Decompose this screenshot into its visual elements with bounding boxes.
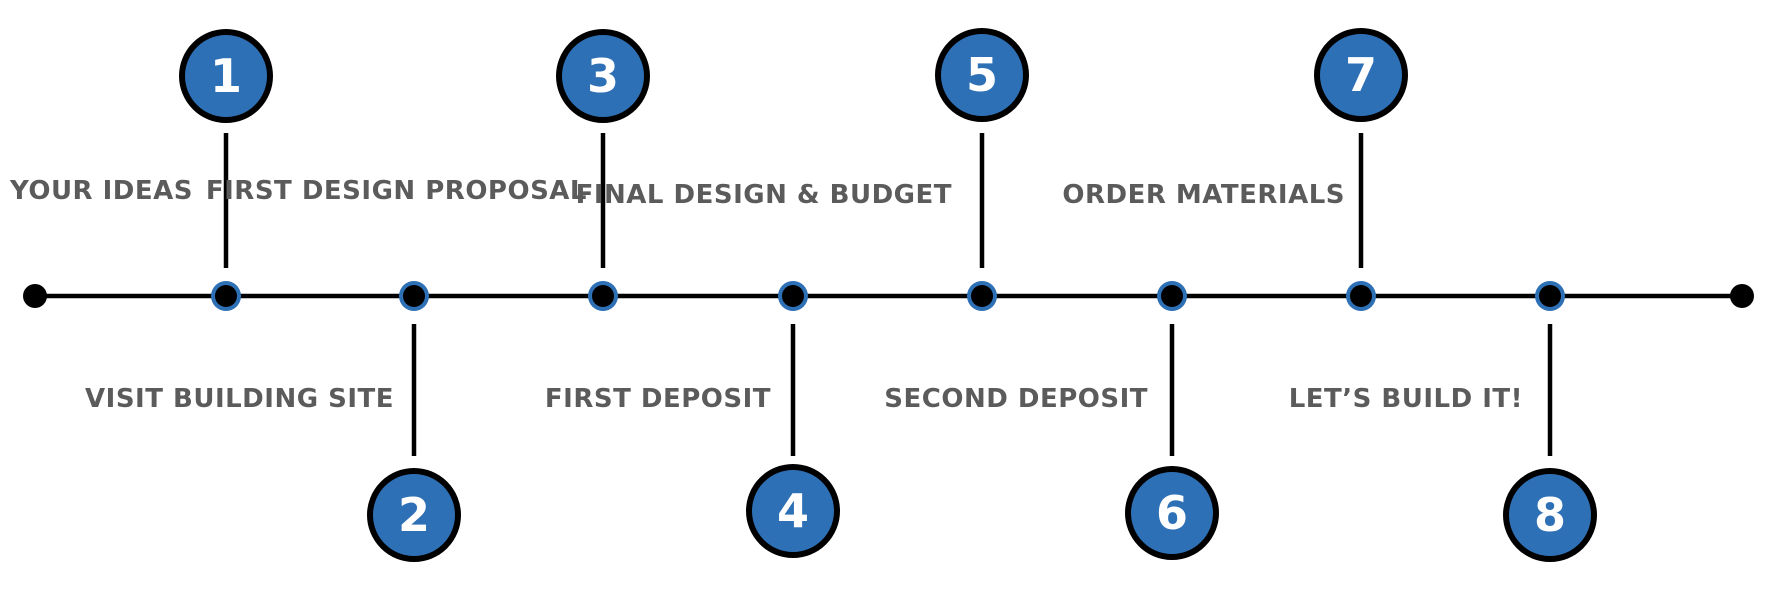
step-label: LET’S BUILD IT!: [1289, 384, 1523, 414]
step-label: ORDER MATERIALS: [1062, 180, 1345, 210]
step-number: 8: [1534, 488, 1566, 542]
step-badge: [367, 468, 461, 562]
step-number: 1: [210, 49, 242, 103]
step-badge: [179, 29, 273, 123]
step-badge: [1314, 28, 1408, 122]
timeline-node-center: [1350, 285, 1372, 307]
step-label: FINAL DESIGN & BUDGET: [576, 180, 952, 210]
step-label: FIRST DESIGN PROPOSAL: [206, 176, 587, 206]
step-number: 3: [587, 49, 619, 103]
step-label: YOUR IDEAS: [9, 176, 193, 206]
timeline-node-center: [592, 285, 614, 307]
timeline-step-3: 3 FIRST DESIGN PROPOSAL: [206, 29, 650, 311]
timeline-step-2: 2 VISIT BUILDING SITE: [85, 281, 461, 562]
timeline-node-center: [782, 285, 804, 307]
step-badge: [556, 29, 650, 123]
step-label: FIRST DEPOSIT: [545, 384, 771, 414]
step-number: 2: [398, 488, 430, 542]
timeline-step-6: 6 SECOND DEPOSIT: [884, 281, 1219, 560]
timeline-step-5: 5 FINAL DESIGN & BUDGET: [576, 28, 1029, 311]
step-badge: [1503, 468, 1597, 562]
step-label: SECOND DEPOSIT: [884, 384, 1148, 414]
timeline-step-8: 8 LET’S BUILD IT!: [1289, 281, 1597, 562]
timeline-end-dot: [1730, 284, 1754, 308]
step-badge: [746, 464, 840, 558]
timeline-step-7: 7 ORDER MATERIALS: [1062, 28, 1408, 311]
step-number: 7: [1345, 48, 1377, 102]
timeline-node-center: [1161, 285, 1183, 307]
step-number: 6: [1156, 486, 1188, 540]
timeline-step-1: 1 YOUR IDEAS: [9, 29, 273, 311]
step-badge: [935, 28, 1029, 122]
timeline-node-center: [971, 285, 993, 307]
step-label: VISIT BUILDING SITE: [85, 384, 394, 414]
timeline-node-center: [215, 285, 237, 307]
step-number: 4: [777, 484, 809, 538]
timeline-start-dot: [23, 284, 47, 308]
step-badge: [1125, 466, 1219, 560]
step-number: 5: [966, 48, 998, 102]
timeline-node-center: [1539, 285, 1561, 307]
timeline-step-4: 4 FIRST DEPOSIT: [545, 281, 840, 558]
timeline-node-center: [403, 285, 425, 307]
